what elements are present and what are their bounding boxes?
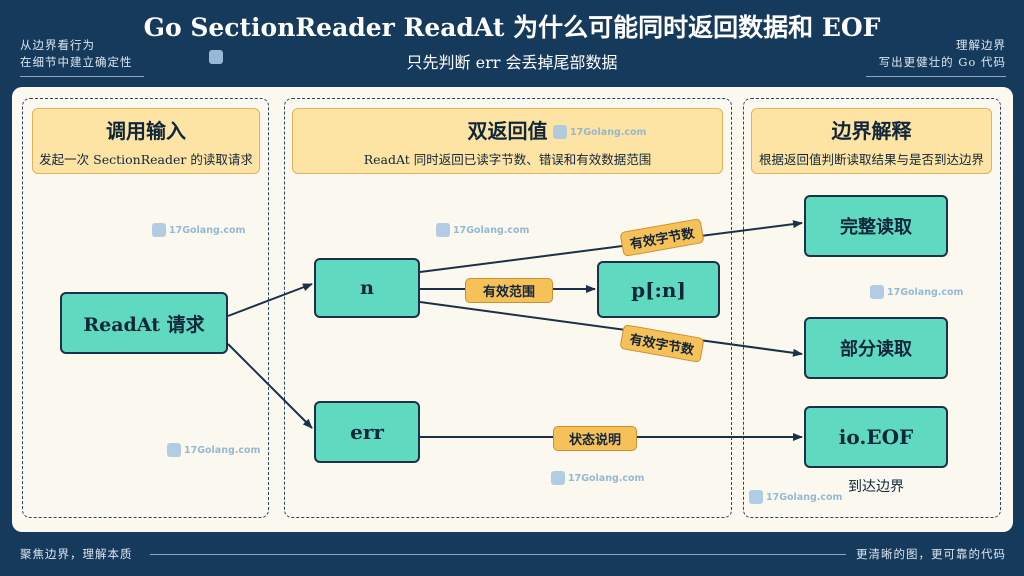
- panel-return-desc: ReadAt 同时返回已读字节数、错误和有效数据范围: [363, 152, 652, 167]
- panel-boundary-title: 边界解释: [831, 119, 912, 143]
- footer-left-text: 聚焦边界，理解本质: [20, 547, 133, 561]
- watermark-text: 17Golang.com: [169, 224, 246, 236]
- watermark-text: 17Golang.com: [887, 286, 964, 298]
- panel-input-header: 调用输入 发起一次 SectionReader 的读取请求: [32, 108, 260, 174]
- watermark-text: 17Golang.com: [453, 224, 530, 236]
- watermark: 17Golang.com: [167, 443, 260, 457]
- watermark-logo-icon: [870, 285, 884, 299]
- panel-input-title: 调用输入: [106, 119, 186, 143]
- watermark-text: 17Golang.com: [766, 491, 843, 503]
- watermark-logo-icon: [167, 443, 181, 457]
- page-title: Go SectionReader ReadAt 为什么可能同时返回数据和 EOF: [143, 13, 881, 42]
- panel-input-desc: 发起一次 SectionReader 的读取请求: [39, 152, 253, 167]
- arrow-readat-to-n: [227, 283, 313, 317]
- footer-divider: [150, 554, 846, 555]
- corner-left-line-2: 在细节中建立确定性: [20, 55, 133, 69]
- node-n: n: [314, 258, 420, 318]
- panel-boundary-desc: 根据返回值判断读取结果与是否到达边界: [758, 152, 984, 167]
- watermark-logo-icon: [749, 490, 763, 504]
- corner-left-divider: [20, 76, 144, 77]
- corner-right-line-2: 写出更健壮的 Go 代码: [878, 55, 1006, 69]
- watermark-text: 17Golang.com: [568, 472, 645, 484]
- watermark-logo-icon: [209, 50, 223, 64]
- arrow-n-to-full: [419, 220, 803, 273]
- corner-left-line-1: 从边界看行为: [20, 38, 95, 52]
- node-io-eof: io.EOF: [804, 406, 948, 468]
- node-p-slice: p[:n]: [597, 261, 720, 318]
- watermark-text: 17Golang.com: [184, 444, 261, 456]
- node-readat-request: ReadAt 请求: [60, 292, 228, 354]
- watermark: [209, 50, 223, 64]
- node-partial-read: 部分读取: [804, 317, 948, 379]
- panel-input: [22, 98, 269, 518]
- footer-right-text: 更清晰的图，更可靠的代码: [856, 547, 1006, 561]
- edge-label-valid-range: 有效范围: [465, 278, 553, 303]
- watermark-logo-icon: [551, 471, 565, 485]
- watermark-logo-icon: [553, 125, 567, 139]
- panel-return-header: 双返回值 ReadAt 同时返回已读字节数、错误和有效数据范围: [292, 108, 723, 174]
- page-subtitle: 只先判断 err 会丢掉尾部数据: [406, 53, 618, 72]
- corner-right-divider: [866, 76, 1006, 77]
- watermark-logo-icon: [152, 223, 166, 237]
- panel-return-title: 双返回值: [467, 119, 548, 143]
- watermark: 17Golang.com: [553, 125, 646, 139]
- corner-text-right: 理解边界 写出更健壮的 Go 代码: [879, 37, 1006, 71]
- watermark: 17Golang.com: [152, 223, 245, 237]
- watermark: 17Golang.com: [870, 285, 963, 299]
- panel-boundary-header: 边界解释 根据返回值判断读取结果与是否到达边界: [751, 108, 992, 174]
- watermark-text: 17Golang.com: [570, 126, 647, 138]
- watermark: 17Golang.com: [436, 223, 529, 237]
- edge-label-status: 状态说明: [553, 426, 637, 451]
- corner-right-line-1: 理解边界: [956, 38, 1006, 52]
- watermark: 17Golang.com: [551, 471, 644, 485]
- arrow-readat-to-err: [227, 343, 313, 429]
- panel-return-values: [284, 98, 732, 518]
- eof-caption: 到达边界: [848, 479, 904, 495]
- watermark-logo-icon: [436, 223, 450, 237]
- corner-text-left: 从边界看行为 在细节中建立确定性: [20, 37, 133, 71]
- watermark: 17Golang.com: [749, 490, 842, 504]
- node-full-read: 完整读取: [804, 195, 948, 257]
- arrow-n-to-partial: [419, 301, 803, 357]
- node-err: err: [314, 401, 420, 463]
- panel-boundary: [743, 98, 1001, 518]
